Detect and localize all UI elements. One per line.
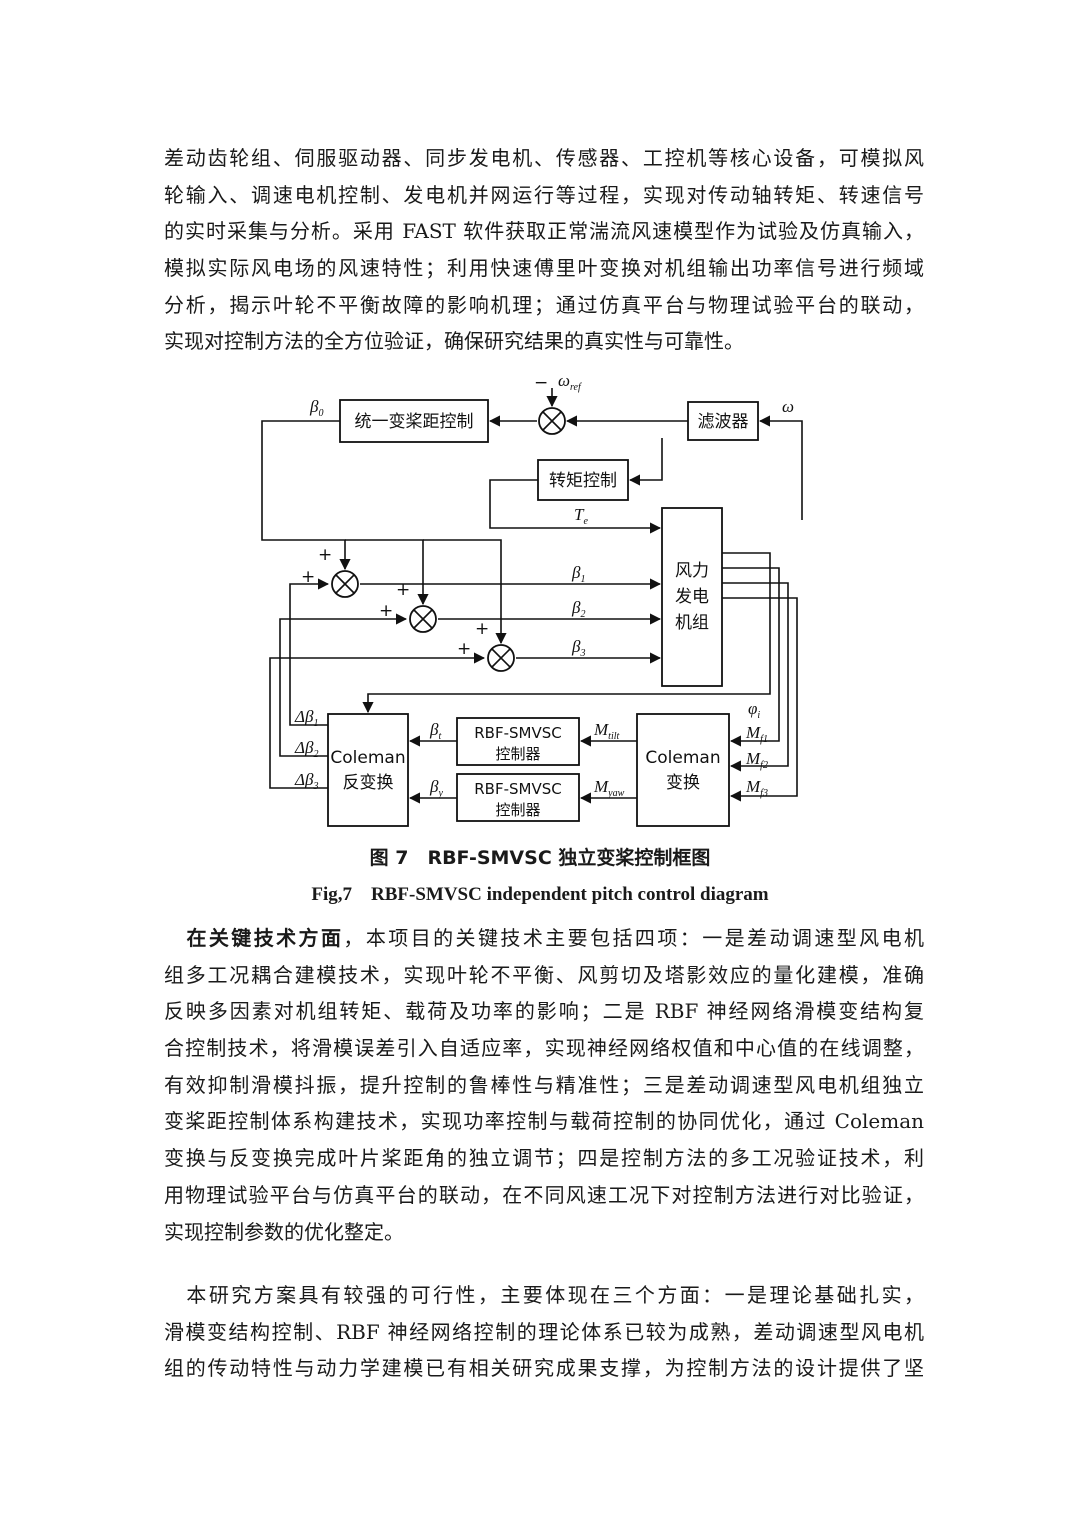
m-yaw-label: Myaw [593,777,625,799]
controller-tilt-label-2: 控制器 [495,745,540,763]
beta1-label: β1 [571,563,585,585]
figure-caption-en: Fig,7 RBF-SMVSC independent pitch contro… [311,884,769,905]
section-lead: 在关键技术方面 [186,926,344,950]
dbeta1-label: Δβ1 [294,707,318,729]
figure-caption-cn: 图 7 RBF-SMVSC 独立变桨控制框图 [369,847,711,869]
text-run: ，本项目的关键技术主要包括四项：一是差动调速型风电机 [343,926,925,950]
plus-sign: + [475,619,489,639]
coleman-label-2: 变换 [666,773,700,793]
pitch-control-block-diagram: 统一变桨距控制 滤波器 转矩控制 风力 发电 机组 Coleman 反变换 RB… [261,371,803,827]
text-line: 轮输入、调速电机控制、发电机并网运行等过程，实现对传动轴转矩、转速信号 [164,182,924,207]
plus-sign: + [457,639,471,659]
plus-sign: + [379,601,393,621]
text-line: 实现对控制方法的全方位验证，确保研究结果的真实性与可靠性。 [164,329,744,354]
sum-junction-2 [409,605,437,633]
phi-label: φi [748,699,760,721]
text-line: 在关键技术方面，本项目的关键技术主要包括四项：一是差动调速型风电机 [164,920,924,957]
mf3-label: Mf3 [745,777,768,799]
omega-label: ω [782,397,794,416]
text-line: 组多工况耦合建模技术，实现叶轮不平衡、风剪切及塔影效应的量化建模，准确 [164,962,924,987]
text-line: 合控制技术，将滑模误差引入自适应率，实现神经网络权值和中心值的在线调整， [164,1036,924,1061]
coleman-block [636,713,730,827]
text-line: 滑模变结构控制、RBF 神经网络控制的理论体系已较为成熟，差动调速型风电机 [164,1319,924,1344]
beta3-label: β3 [571,637,585,659]
plus-sign: + [318,545,332,565]
turbine-label-1: 风力 [675,561,709,581]
text-line: 实现控制参数的优化整定。 [164,1219,404,1244]
paragraph-1: 差动齿轮组、伺服驱动器、同步发电机、传感器、工控机等核心设备，可模拟风 轮输入、… [164,140,924,360]
inverse-coleman-label-1: Coleman [330,748,405,768]
beta-t-label: βt [429,720,441,742]
text-line: 组的传动特性与动力学建模已有相关研究成果支撑，为控制方法的设计提供了坚 [164,1356,924,1381]
sum-junction-1 [331,570,359,598]
minus-sign: − [534,373,548,393]
text-line: 用物理试验平台与仿真平台的联动，在不同风速工况下对控制方法进行对比验证， [164,1182,924,1207]
plus-sign: + [396,580,410,600]
text-line: 有效抑制滑模抖振，提升控制的鲁棒性与精准性；三是差动调速型风电机组独立 [164,1072,924,1097]
beta2-label: β2 [571,598,585,620]
text-line: 变换与反变换完成叶片桨距角的独立调节；四是控制方法的多工况验证技术，利 [164,1146,924,1171]
dbeta3-label: Δβ3 [294,770,318,792]
omega-ref-label: ωref [558,371,582,393]
controller-yaw-label-1: RBF-SMVSC [474,780,561,798]
text-line: 反映多因素对机组转矩、载荷及功率的影响；二是 RBF 神经网络滑模变结构复 [164,999,924,1024]
controller-tilt-label-1: RBF-SMVSC [474,724,561,742]
coleman-label-1: Coleman [645,748,720,768]
turbine-label-2: 发电 [675,587,709,607]
beta-y-label: βy [429,777,443,799]
text-line: 模拟实际风电场的风速特性；利用快速傅里叶变换对机组输出功率信号进行频域 [164,256,924,281]
inverse-coleman-label-2: 反变换 [343,773,394,793]
text-line: 分析，揭示叶轮不平衡故障的影响机理；通过仿真平台与物理试验平台的联动， [164,292,924,317]
inverse-coleman-block [327,713,409,827]
collective-pitch-label: 统一变桨距控制 [355,412,474,432]
text-line: 变桨距控制体系构建技术，实现功率控制与载荷控制的协同优化，通过 Coleman [164,1109,924,1134]
turbine-block [661,507,723,687]
sum-junction-3 [487,644,515,672]
turbine-label-3: 机组 [675,613,709,633]
text-line: 的实时采集与分析。采用 FAST 软件获取正常湍流风速模型作为试验及仿真输入， [164,219,924,244]
dbeta2-label: Δβ2 [294,738,318,760]
controller-yaw-label-2: 控制器 [495,801,540,819]
paragraph-3: 本研究方案具有较强的可行性，主要体现在三个方面：一是理论基础扎实， 滑模变结构控… [164,1277,924,1387]
text-line: 差动齿轮组、伺服驱动器、同步发电机、传感器、工控机等核心设备，可模拟风 [164,146,924,170]
sum-junction-ref [538,407,566,435]
beta0-label: β0 [309,397,323,419]
paragraph-2: 在关键技术方面，本项目的关键技术主要包括四项：一是差动调速型风电机 组多工况耦合… [164,920,924,1250]
m-tilt-label: Mtilt [593,720,620,742]
text-line: 本研究方案具有较强的可行性，主要体现在三个方面：一是理论基础扎实， [164,1283,924,1307]
torque-control-label: 转矩控制 [549,471,617,491]
mf2-label: Mf2 [745,749,768,771]
te-label: Te [574,505,588,527]
mf1-label: Mf1 [745,723,768,745]
filter-label: 滤波器 [698,412,749,432]
plus-sign: + [301,567,315,587]
